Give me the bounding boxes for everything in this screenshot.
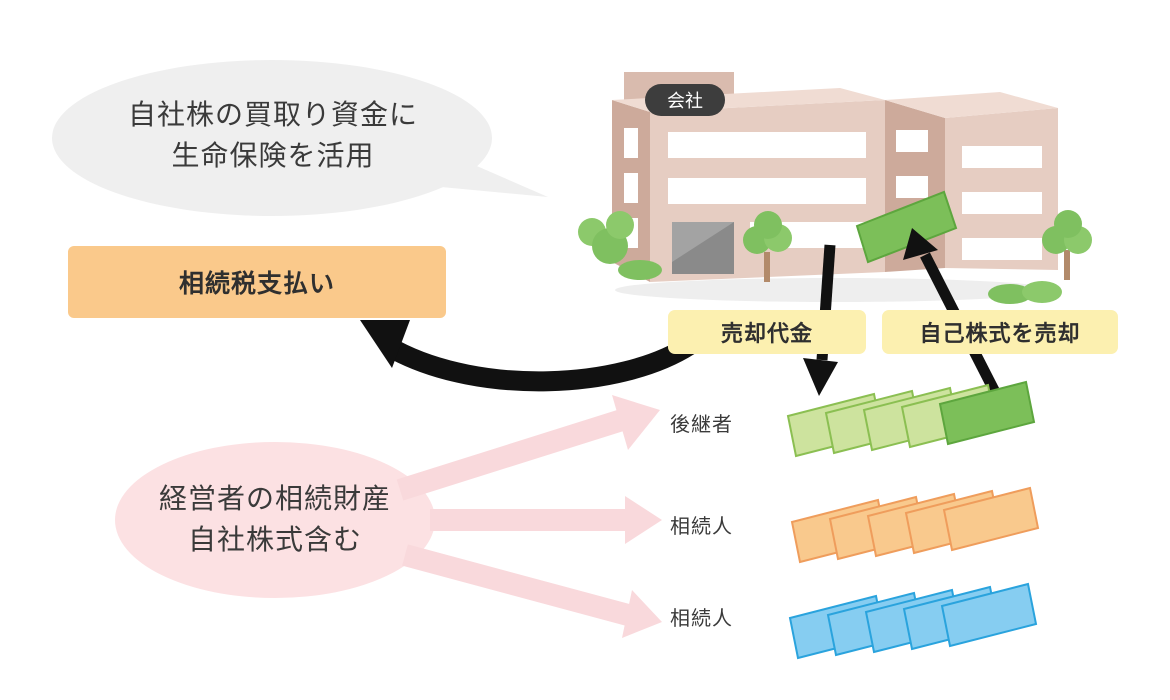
estate-bubble: [115, 442, 435, 598]
sell-shares-tag: 自己株式を売却: [882, 310, 1118, 354]
speech-bubble-line-2: 生命保険を活用: [171, 139, 375, 172]
share-card-successor-5: [938, 380, 1036, 446]
speech-bubble-line-1: 自社株の買取り資金に: [127, 98, 418, 131]
heir-label-heir-2: 相続人: [670, 606, 733, 630]
company-label: 会社: [667, 91, 703, 112]
estate-bubble-text: 経営者の相続財産 自社株式含む: [150, 478, 400, 560]
sell-shares-label: 自己株式を売却: [919, 322, 1081, 347]
tax-payment-label: 相続税支払い: [178, 269, 335, 298]
speech-bubble: [52, 60, 548, 216]
estate-bubble-line-2: 自社株式含む: [187, 523, 362, 556]
tree-right: [1042, 210, 1092, 280]
tree-left: [578, 211, 662, 280]
heir-label-successor: 後継者: [670, 412, 733, 436]
share-card-heir-2-5: [940, 582, 1038, 648]
company-tag: 会社: [645, 84, 725, 116]
bushes-right: [988, 281, 1062, 304]
estate-bubble-line-1: 経営者の相続財産: [158, 482, 391, 515]
sale-proceeds-tag: 売却代金: [668, 310, 866, 354]
pink-arrow-to-heir-1: [430, 496, 662, 544]
share-certificate-returned: [855, 190, 958, 264]
speech-bubble-text: 自社株の買取り資金に 生命保険を活用: [108, 94, 438, 176]
tree-center: [743, 211, 792, 282]
sale-proceeds-label: 売却代金: [720, 322, 813, 347]
heir-label-heir-1: 相続人: [670, 514, 733, 538]
tax-payment-box: 相続税支払い: [68, 246, 446, 318]
share-card-heir-1-5: [942, 486, 1040, 552]
pink-arrow-to-successor: [396, 395, 660, 501]
arrow-to-tax-payment: [360, 320, 696, 392]
pink-arrow-to-heir-2: [402, 544, 662, 638]
